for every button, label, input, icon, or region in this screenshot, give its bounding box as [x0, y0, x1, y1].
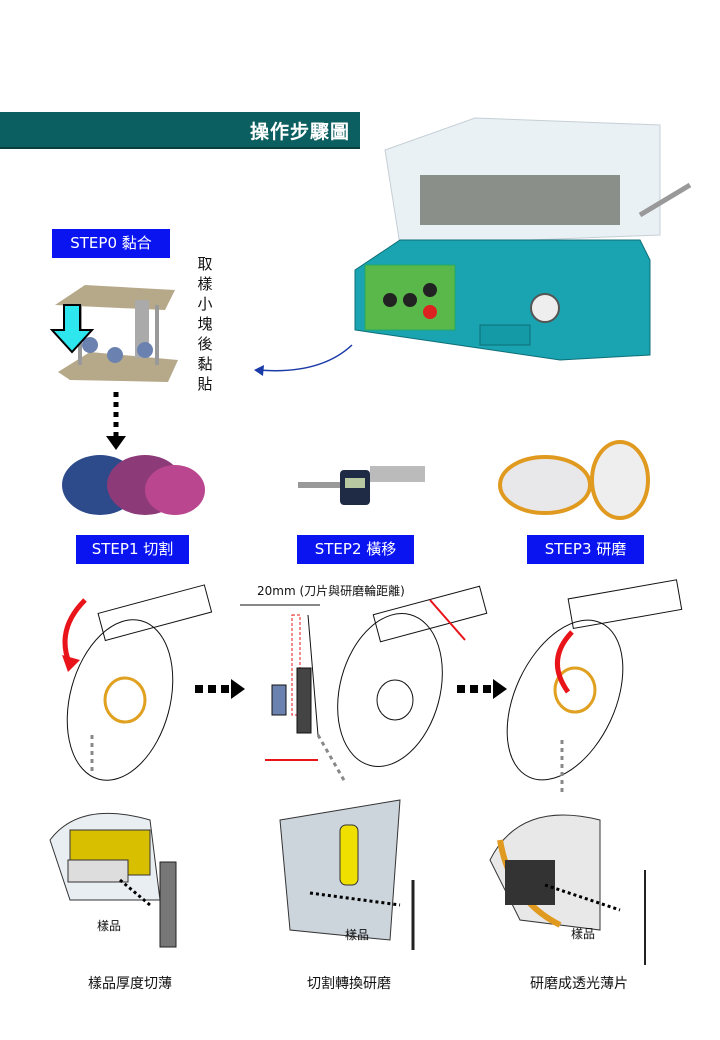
sample-label-1: 樣品 — [97, 919, 122, 933]
step2-label: STEP2 橫移 — [297, 535, 414, 564]
right-arrows — [195, 679, 507, 699]
caption-3: 研磨成透光薄片 — [530, 976, 628, 992]
header-bar: 操作步驟圖 — [0, 112, 360, 149]
sample-label-2: 樣品 — [345, 928, 370, 942]
caption-1: 樣品厚度切薄 — [88, 976, 172, 992]
step2-diagram — [240, 585, 488, 767]
caption-2: 切割轉換研磨 — [307, 976, 391, 992]
dotted-arrows — [119, 878, 621, 912]
step3-label: STEP3 研磨 — [527, 535, 644, 564]
distance-note: 20mm (刀片與研磨輪距離) — [257, 584, 405, 598]
page-title: 操作步驟圖 — [249, 121, 350, 143]
sample-discs-image — [62, 455, 205, 515]
down-arrow-icon — [49, 304, 95, 354]
cutting-machine-image — [354, 117, 692, 361]
step3-diagram — [506, 579, 683, 781]
sample-label-3: 樣品 — [571, 927, 596, 941]
closeup-images — [49, 799, 646, 965]
step0-note: 取樣小塊後黏貼 — [197, 255, 213, 393]
bonding-press-image — [49, 285, 178, 382]
step1-diagram — [62, 584, 213, 781]
gray-dashed-arrows — [90, 734, 564, 795]
micrometer-image — [298, 466, 425, 505]
step0-label: STEP0 黏合 — [52, 229, 170, 258]
step1-label: STEP1 切割 — [76, 535, 189, 564]
curved-arrow — [257, 344, 353, 372]
grinding-wheels-image — [498, 440, 650, 520]
